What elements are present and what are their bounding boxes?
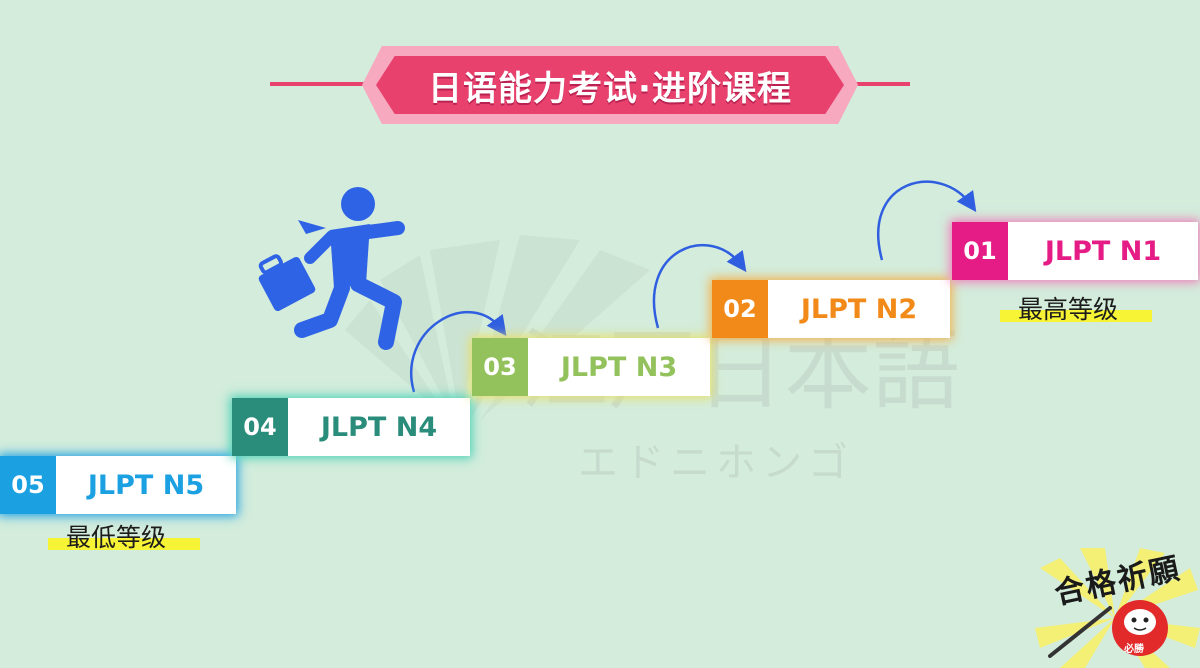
title-line-right <box>850 82 910 86</box>
daruma-mark: 必勝 <box>1124 644 1144 655</box>
step-jlpt-n5: 05 JLPT N5 <box>0 456 236 514</box>
step-jlpt-n3: 03 JLPT N3 <box>472 338 710 396</box>
step-number: 01 <box>952 222 1008 280</box>
highlight-highest <box>1000 310 1152 322</box>
highlight-lowest <box>48 538 200 550</box>
businessman-running-icon <box>258 187 405 350</box>
caption-lowest-level: 最低等级 <box>66 523 167 552</box>
curved-arrow-icon <box>652 243 747 329</box>
step-label: JLPT N4 <box>320 411 438 443</box>
step-label: JLPT N5 <box>87 469 205 501</box>
step-number: 03 <box>472 338 528 396</box>
step-number: 05 <box>0 456 56 514</box>
curved-arrow-icon <box>877 180 977 261</box>
caption-highest-level: 最高等级 <box>1018 295 1119 324</box>
step-number: 04 <box>232 398 288 456</box>
page-title: 日语能力考试·进阶课程 <box>428 68 792 109</box>
step-label: JLPT N1 <box>1044 235 1162 267</box>
curved-arrow-icon <box>410 310 507 393</box>
title-line-left <box>270 82 370 86</box>
step-jlpt-n1: 01 JLPT N1 <box>952 222 1198 280</box>
watermark-kana: エドニホンゴ <box>578 440 854 486</box>
step-number: 02 <box>712 280 768 338</box>
step-jlpt-n4: 04 JLPT N4 <box>232 398 470 456</box>
step-label: JLPT N3 <box>560 351 678 383</box>
step-label: JLPT N2 <box>800 293 918 325</box>
title-banner: 日语能力考试·进阶课程 <box>376 56 844 114</box>
step-jlpt-n2: 02 JLPT N2 <box>712 280 950 338</box>
badge-burst <box>1035 548 1200 668</box>
